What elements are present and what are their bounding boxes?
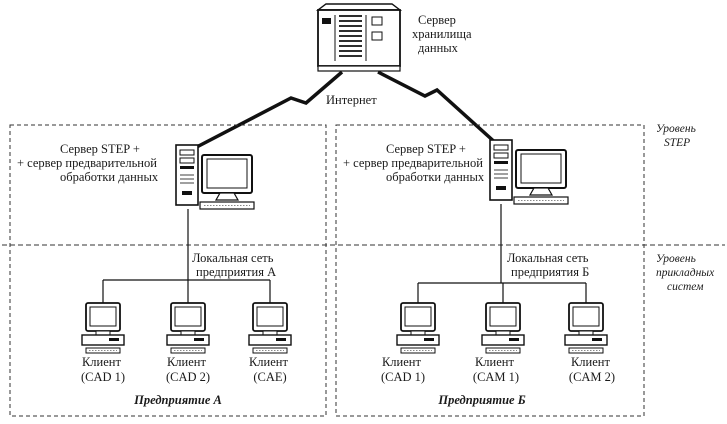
enterprise-b-client-2-label: Клиент (CAM 1) — [473, 355, 519, 384]
internet-link-right — [377, 70, 500, 147]
enterprise-b-client-3-icon — [564, 302, 608, 354]
level-step-label: Уровень STEP — [656, 123, 699, 149]
enterprise-a-boundary — [9, 124, 327, 417]
enterprise-b-client-1-label: Клиент (CAD 1) — [381, 355, 425, 384]
enterprise-a-server-icon — [175, 144, 255, 210]
internet-link-left — [190, 70, 344, 152]
enterprise-a-client-1-label: Клиент (CAD 1) — [81, 355, 125, 384]
storage-server-icon — [315, 3, 403, 72]
enterprise-a-name: Предприятие А — [133, 393, 222, 407]
level-apps-label: Уровень прикладных систем — [656, 253, 717, 293]
enterprise-b-client-2-icon — [481, 302, 525, 354]
enterprise-a-client-3-icon — [248, 302, 292, 354]
enterprise-b-name: Предприятие Б — [437, 393, 525, 407]
internet-label: Интернет — [326, 93, 377, 107]
enterprise-a-client-3-label: Клиент (CAE) — [249, 355, 291, 384]
enterprise-a-server-label: Сервер STEP + + сервер предварительной о… — [17, 142, 160, 184]
enterprise-b-client-3-label: Клиент (CAM 2) — [569, 355, 615, 384]
enterprise-b-server-label: Сервер STEP + + сервер предварительной о… — [343, 142, 486, 184]
storage-server-label: Сервер хранилища данных — [412, 13, 475, 55]
enterprise-b-network-label: Локальная сеть предприятия Б — [507, 251, 592, 279]
enterprise-b-server-icon — [489, 139, 569, 205]
enterprise-a-client-1-icon — [81, 302, 125, 354]
enterprise-a-client-2-label: Клиент (CAD 2) — [166, 355, 210, 384]
enterprise-a-network-label: Локальная сеть предприятия А — [192, 251, 277, 279]
enterprise-b-boundary — [335, 124, 645, 417]
enterprise-b-client-1-icon — [396, 302, 440, 354]
enterprise-a-client-2-icon — [166, 302, 210, 354]
